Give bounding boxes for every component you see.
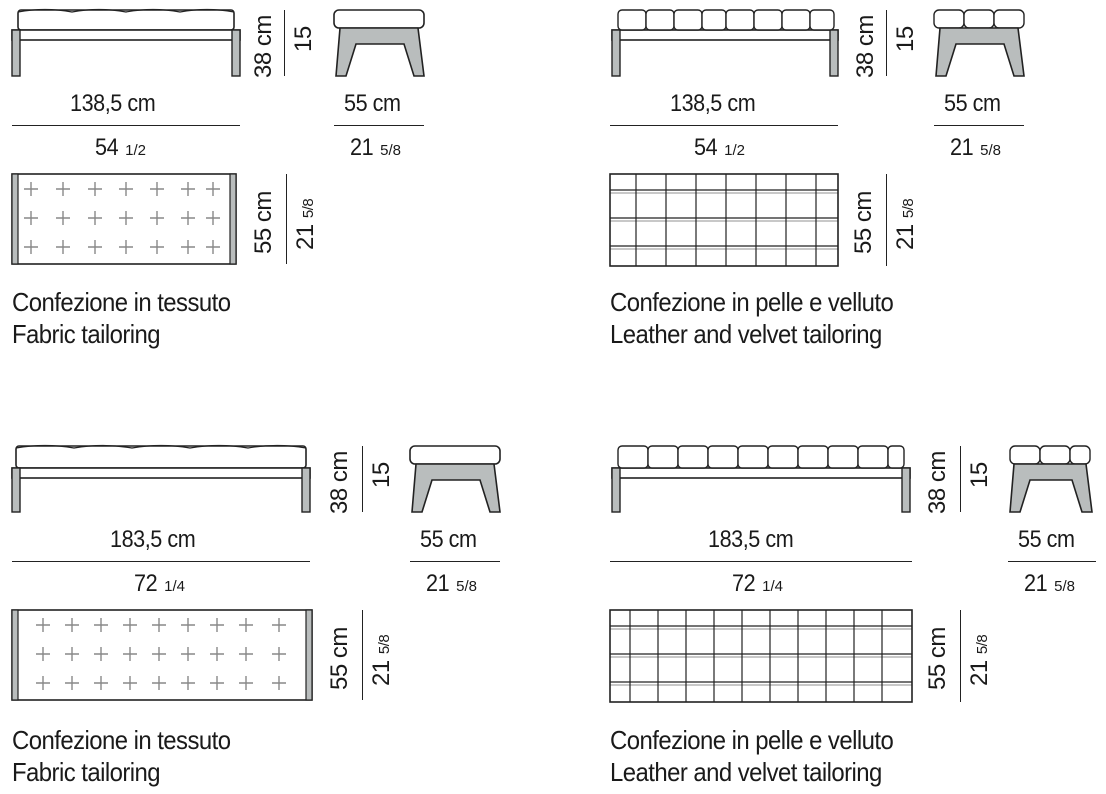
bench-plan-view <box>609 173 839 267</box>
caption-italian: Confezione in pelle e velluto <box>610 725 894 755</box>
width-label: 138,5 cm <box>670 90 756 117</box>
depth-inch: 21 5/8 <box>426 570 478 597</box>
width-dim-line <box>610 561 912 562</box>
depth-label: 55 cm <box>344 90 401 117</box>
plan-depth-dim-line <box>886 174 887 266</box>
bench-side-elevation <box>409 445 501 513</box>
caption-italian: Confezione in pelle e velluto <box>610 287 894 317</box>
depth-label: 55 cm <box>944 90 1001 117</box>
height-dim-line <box>960 446 961 512</box>
caption-italian: Confezione in tessuto <box>12 287 231 317</box>
width-inch: 72 1/4 <box>732 570 784 597</box>
width-inch: 54 1/2 <box>694 134 746 161</box>
width-dim-line <box>12 125 240 126</box>
width-label: 183,5 cm <box>708 526 794 553</box>
depth-inch: 21 5/8 <box>350 134 402 161</box>
width-inch: 72 1/4 <box>134 570 186 597</box>
caption-english: Leather and velvet tailoring <box>610 757 882 787</box>
plan-depth-dim-line <box>286 174 287 264</box>
plan-depth-dim-line <box>362 610 363 700</box>
depth-dim-line <box>934 125 1024 126</box>
depth-dim-line <box>1008 561 1096 562</box>
width-dim-line <box>610 125 838 126</box>
width-label: 183,5 cm <box>110 526 196 553</box>
caption-english: Leather and velvet tailoring <box>610 319 882 349</box>
bench-side-elevation <box>1009 445 1093 513</box>
plan-depth-dim-line <box>960 610 961 702</box>
bench-plan-view <box>11 173 237 265</box>
plan-depth-label: 55 cm <box>924 627 951 690</box>
width-dim-line <box>12 561 310 562</box>
bench-front-elevation <box>611 9 839 77</box>
bench-plan-view <box>11 609 313 701</box>
depth-inch: 21 5/8 <box>950 134 1002 161</box>
caption-italian: Confezione in tessuto <box>12 725 231 755</box>
bench-front-elevation <box>11 8 241 77</box>
depth-dim-line <box>334 125 424 126</box>
height-dim-line <box>362 446 363 512</box>
width-label: 138,5 cm <box>70 90 156 117</box>
height-dim-line <box>284 10 285 76</box>
width-inch: 54 1/2 <box>95 134 147 161</box>
bench-front-elevation <box>11 444 311 513</box>
bench-plan-view <box>609 609 913 703</box>
bench-front-elevation <box>611 445 911 513</box>
plan-depth-inch: 21 5/8 <box>966 634 993 686</box>
depth-dim-line <box>410 561 500 562</box>
bench-side-elevation <box>333 9 425 77</box>
caption-english: Fabric tailoring <box>12 319 161 349</box>
height-dim-line <box>886 10 887 76</box>
depth-label: 55 cm <box>1018 526 1075 553</box>
depth-inch: 21 5/8 <box>1024 570 1076 597</box>
caption-english: Fabric tailoring <box>12 757 161 787</box>
depth-label: 55 cm <box>420 526 477 553</box>
bench-side-elevation <box>933 9 1025 77</box>
